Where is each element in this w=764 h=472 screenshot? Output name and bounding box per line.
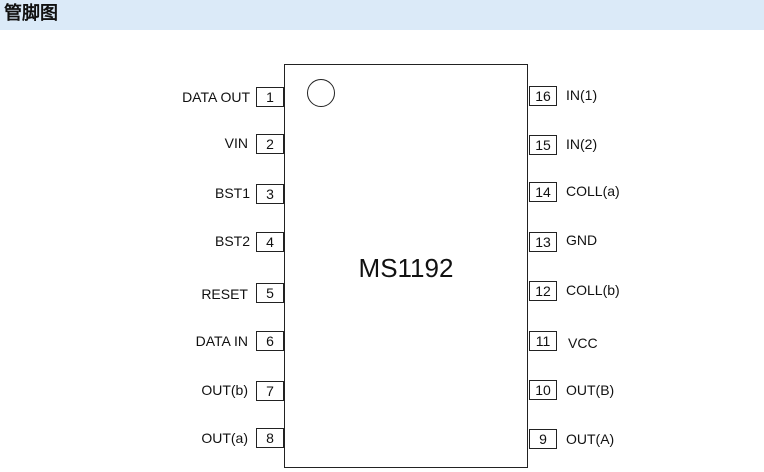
pin-label-16: IN(1) (566, 87, 598, 103)
pin-label-11: VCC (568, 335, 598, 351)
pin-number-8: 8 (256, 428, 284, 448)
section-header: 管脚图 (0, 0, 764, 30)
pin-number-2: 2 (256, 134, 284, 154)
pin-number-10: 10 (529, 380, 557, 400)
pin-number-5: 5 (256, 283, 284, 303)
pin-label-13: GND (566, 232, 598, 248)
chip-part-number: MS1192 (358, 253, 454, 283)
section-title: 管脚图 (4, 3, 58, 24)
pin-number-4: 4 (256, 232, 284, 252)
pin-label-4: BST2 (214, 233, 250, 249)
pin-label-9: OUT(A) (566, 431, 615, 447)
pin-label-14: COLL(a) (566, 183, 620, 199)
pin-number-7: 7 (256, 381, 284, 401)
pin-number-1: 1 (256, 87, 284, 107)
pin-label-3: BST1 (214, 185, 250, 201)
pin-number-11: 11 (529, 331, 557, 351)
pin-number-15: 15 (529, 135, 557, 155)
pin-label-15: IN(2) (566, 136, 598, 152)
pin-number-14: 14 (529, 182, 557, 202)
pin-label-1: DATA OUT (182, 89, 250, 105)
pin-number-9: 9 (529, 429, 557, 449)
pin-label-8: OUT(a) (201, 430, 248, 446)
ic-package-body: MS1192 (284, 64, 528, 468)
pin-number-16: 16 (529, 86, 557, 106)
pin-label-2: VIN (224, 135, 248, 151)
pin-number-13: 13 (529, 232, 557, 252)
pin-label-5: RESET (201, 286, 248, 302)
pin-label-6: DATA IN (195, 333, 248, 349)
pin-number-12: 12 (529, 281, 557, 301)
pin-number-3: 3 (256, 184, 284, 204)
pin-label-7: OUT(b) (201, 382, 248, 398)
pin-label-10: OUT(B) (566, 382, 615, 398)
pin1-indicator (307, 79, 335, 107)
pin-number-6: 6 (256, 331, 284, 351)
pin-label-12: COLL(b) (566, 282, 620, 298)
